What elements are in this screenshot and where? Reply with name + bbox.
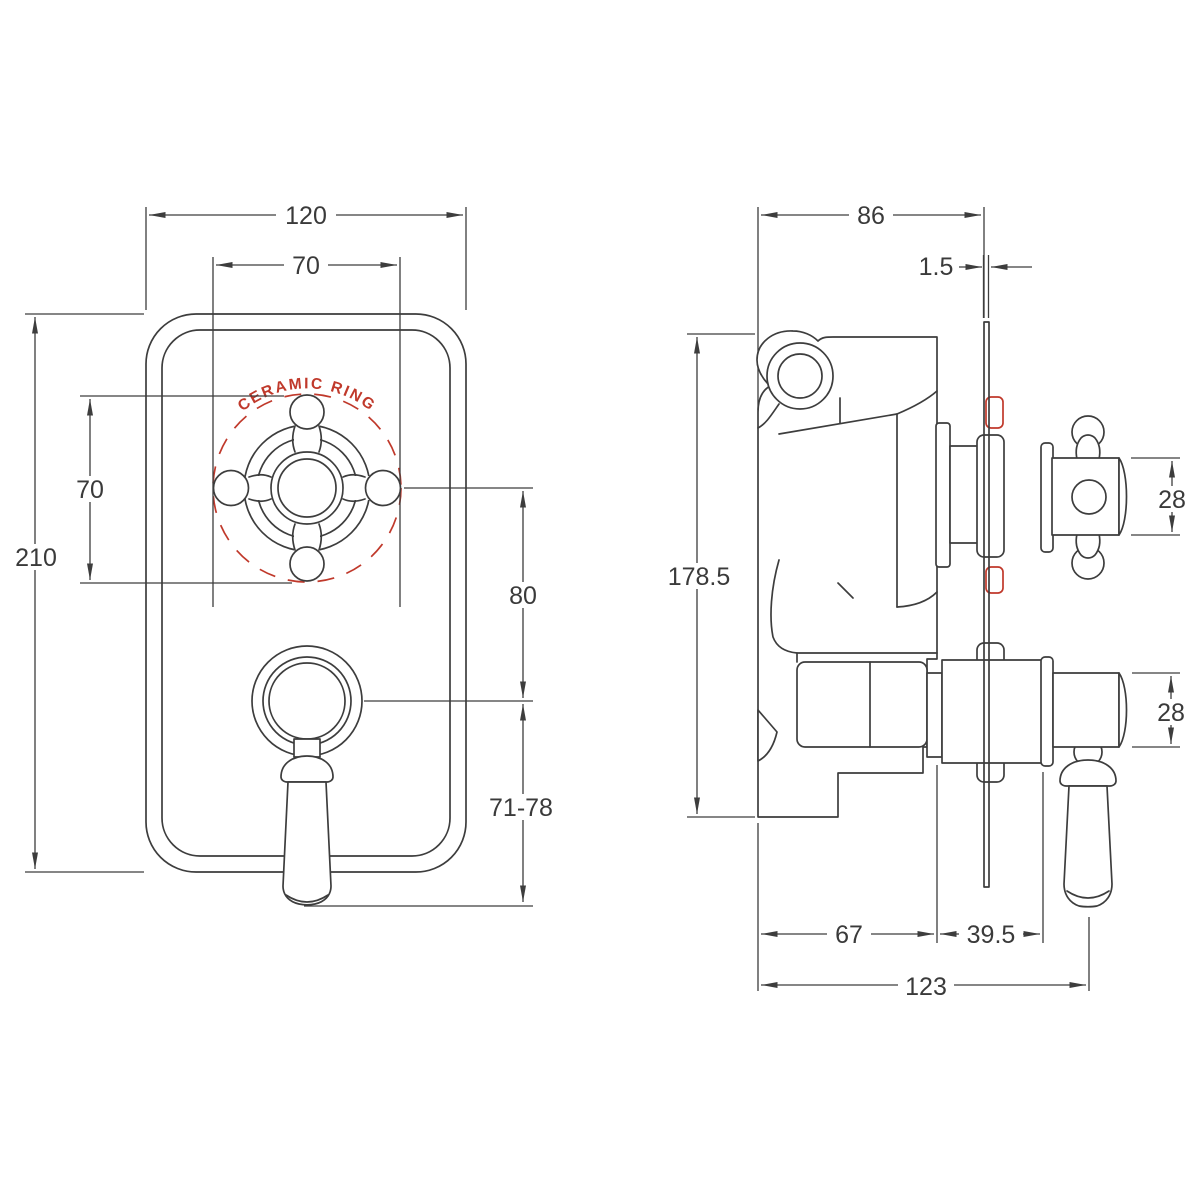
dim-plate-height — [25, 313, 144, 873]
lower-collar — [1040, 656, 1054, 767]
wall-plate-side — [983, 321, 990, 888]
retaining-clip-bottom — [985, 566, 1004, 594]
dim-handle-projection — [940, 772, 1044, 943]
dim-handle-span-width-label: 70 — [292, 252, 320, 280]
side-view — [687, 207, 1180, 991]
inlet-notch — [757, 709, 778, 762]
lever-handle-front — [251, 645, 363, 906]
dim-handle-center-distance-label: 80 — [509, 582, 537, 610]
dimension-labels: 120 70 210 70 80 71-78 86 1.5 178.5 28 2… — [7, 202, 1193, 1001]
dim-lever-depth-label: 28 — [1157, 699, 1185, 727]
dim-lever-projection-label: 71-78 — [489, 794, 553, 822]
cross-knob-top — [289, 394, 325, 430]
crosshead-handle — [212, 394, 402, 582]
upper-flange — [935, 422, 951, 568]
dim-plate-height-label: 210 — [15, 544, 57, 572]
upper-sleeve — [976, 434, 1005, 558]
dim-plate-thickness — [958, 255, 1032, 318]
cross-knob-bottom — [289, 546, 325, 582]
lower-stem-step — [926, 672, 943, 758]
dim-valve-body-height-label: 178.5 — [668, 563, 731, 591]
dim-handle-span-width-extensions — [212, 257, 401, 607]
cross-knob-front-side — [1071, 479, 1107, 515]
dim-plate-thickness-label: 1.5 — [919, 253, 954, 281]
inlet-port — [766, 342, 834, 410]
cross-knob-left — [212, 469, 250, 507]
front-view: CERAMIC RING — [25, 207, 533, 907]
dim-recessed-depth-label: 86 — [857, 202, 885, 230]
lower-cartridge — [941, 659, 1043, 764]
dim-overall-projection-label: 123 — [905, 973, 947, 1001]
dim-body-recess-depth-label: 67 — [835, 921, 863, 949]
lever-handle-side — [1052, 672, 1128, 908]
dim-plate-width-label: 120 — [285, 202, 327, 230]
crosshead-handle-side — [1051, 415, 1128, 580]
cross-knob-right — [364, 469, 402, 507]
dim-handle-span-height-label: 70 — [76, 476, 104, 504]
lower-cartridge-housing — [796, 661, 928, 748]
dim-handle-projection-label: 39.5 — [967, 921, 1016, 949]
retaining-clip-top — [985, 396, 1004, 429]
dim-crosshead-depth-label: 28 — [1158, 486, 1186, 514]
